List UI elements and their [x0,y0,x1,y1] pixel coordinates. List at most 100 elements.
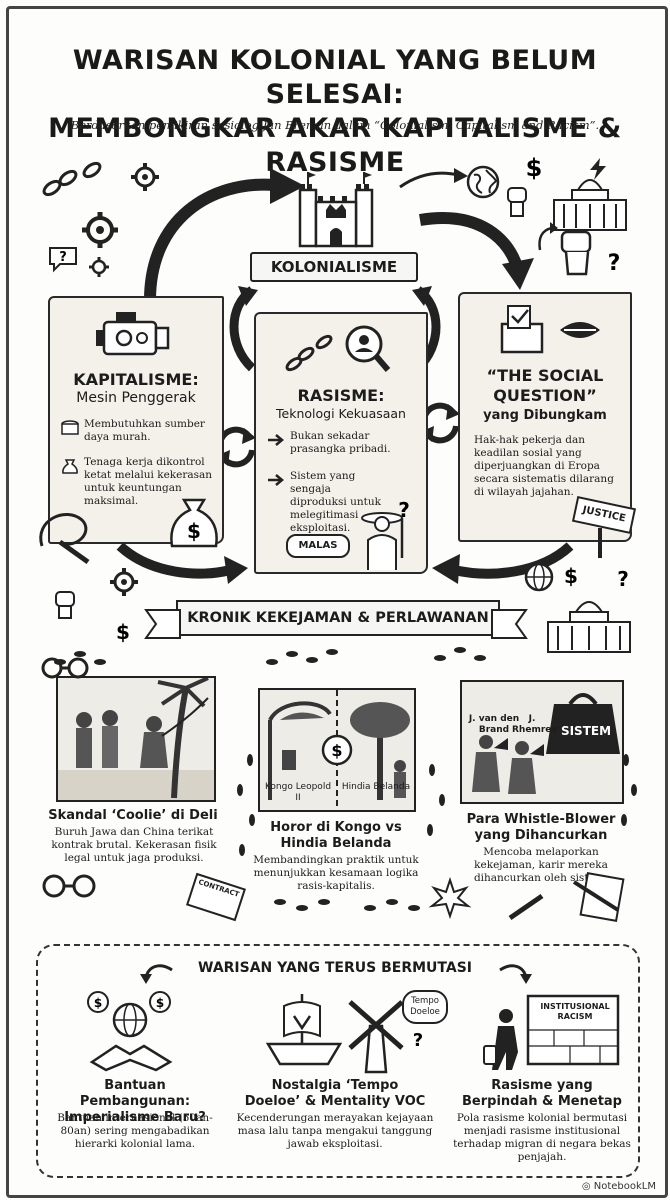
title-line-2: MEMBONGKAR AKAR KAPITALISME & RASISME [48,113,622,178]
question-icon: ? [413,1030,423,1051]
castle-icon [298,172,374,248]
svg-text:$: $ [156,996,164,1010]
bubble-text: Tempo Doeloe [410,996,440,1017]
card-title: Para Whistle-Blower yang Dihancurkan [466,812,616,843]
dollar-icon: $ [526,154,543,182]
dollar-icon: $ [564,564,578,588]
title-line-1: WARISAN KOLONIAL YANG BELUM SELESAI: [72,45,598,110]
broken-chain-icon [285,334,333,372]
label-hindia: Hindia Belanda [341,782,411,792]
section-banner-text: KRONIK KEKEJAMAN & PERLAWANAN [187,610,489,626]
svg-text:?: ? [59,250,67,265]
globe-icon [524,562,554,592]
label-rhemrev: J. Rhemrev [512,714,558,735]
card-title: Horor di Kongo vs Hindia Belanda [270,820,402,851]
svg-text:?: ? [398,498,410,522]
broken-chain-icon [42,161,102,197]
section-banner-text: WARISAN YANG TERUS BERMUTASI [198,960,472,976]
gear-icon [82,212,118,248]
svg-text:?: ? [608,251,621,276]
arrow-curl-left [140,964,173,984]
pillar-bullet: Bukan sekadar prasangka pribadi. [290,430,391,455]
pillar-title: KAPITALISME: [73,370,199,389]
gear-icon [110,568,138,596]
item-title: Nostalgia ‘Tempo Doeloe’ & Mentality VOC [244,1078,426,1109]
ballot-box-icon [500,305,544,354]
handcuffs-icon [42,874,96,898]
item-title: Bantuan Pembangunan: Imperialisme Baru? [64,1078,206,1125]
footprint-trail [54,647,637,911]
panel-rasisme: RASISME: Teknologi Kekuasaan Bukan sekad… [254,312,428,574]
globe-icon [466,165,500,199]
money-bag-icon [62,459,78,474]
svg-text:$: $ [526,154,543,182]
zipped-lips-icon [560,322,600,338]
government-building-icon [553,179,627,231]
pillar-bullet: Tenaga kerja dikontrol ketat melalui kek… [84,456,213,507]
raised-fist-icon [560,230,592,276]
label-van-den-brand: J. van den Brand [468,714,520,735]
gear-icon [131,163,159,191]
pillar-bullet: Sistem yang sengaja diproduksi untuk mel… [290,470,381,534]
tempo-doeloe-bubble: Tempo Doeloe [402,990,448,1024]
burst-icon [428,876,472,920]
migrant-wall-icon [483,994,620,1070]
dollar-icon: $ [116,620,130,644]
question-icon: ? [398,498,410,522]
svg-text:?: ? [413,1030,423,1051]
speech-question-icon: ? [49,247,77,273]
arrow-small-right [538,222,558,251]
item-title: Rasisme yang Berpindah & Menetap [462,1078,622,1109]
logo-text: NotebookLM [593,1181,656,1192]
banner-ribbon-right [491,609,528,639]
cycle-arrow-left [229,286,258,372]
item-body: Kecenderungan merayakan kejayaan masa la… [236,1112,434,1150]
item-body: Bantuan internasional (50an-80an) sering… [57,1112,213,1150]
speech-bubble-malas: MALAS [286,534,350,558]
government-building-icon [547,601,631,653]
aid-handshake-icon: $ $ [87,991,173,1072]
speech-bubble-text: MALAS [298,540,338,551]
coins-icon [61,420,79,435]
weight-label: SISTEM [560,724,612,738]
question-icon: ? [617,567,629,591]
pillar-subtitle: Mesin Penggerak [76,390,196,406]
page-subtitle: Berdasarkan pemikiran sosiolog Jan Brema… [70,118,600,132]
gear-icon [89,257,109,277]
section-banner-kronik: KRONIK KEKEJAMAN & PERLAWANAN [176,600,500,636]
card-title: Skandal ‘Coolie’ di Deli [48,808,218,823]
hand-pointer-icon [268,474,284,486]
svg-text:$: $ [331,741,342,760]
card-body: Buruh Jawa dan China terikat kontrak bru… [51,826,217,864]
arrow-left-up [144,168,305,301]
illustration-coolie [56,676,216,802]
lightning-icon [590,158,606,180]
pillar-subtitle: yang Dibungkam [483,408,607,423]
item-body: Pola rasisme kolonial bermutasi menjadi … [453,1112,631,1163]
card-body: Membandingkan praktik untuk menunjukkan … [253,854,419,892]
svg-text:$: $ [187,519,201,543]
label-kongo: Kongo Leopold II [264,782,332,803]
handcuffs-icon [41,657,89,679]
pillar-body: Hak-hak pekerja dan keadilan sosial yang… [474,434,614,498]
section-warisan [36,944,640,1178]
illustration-kongo-hindia: $ Kongo Leopold II Hindia Belanda [258,688,416,812]
page-frame [6,6,668,1198]
arrow-bottom-left [116,542,248,584]
ship-windmill-icon [265,994,404,1074]
panel-social-question: “THE SOCIAL QUESTION” yang Dibungkam Hak… [458,292,632,542]
document-pen-icon [572,872,625,922]
hand-pointer-icon [268,434,284,446]
arrow-small-top [399,168,468,189]
whip-icon [39,513,90,565]
svg-text:$: $ [116,620,130,644]
engine-icon [96,312,170,356]
notebooklm-logo: ◎ NotebookLM [582,1181,656,1192]
wall-label: INSTITUSIONAL RACISM [540,1002,610,1021]
center-label-kolonialisme: KOLONIALISME [250,252,418,282]
card-body: Mencoba melaporkan kekejaman, karir mere… [473,846,609,884]
page-title: WARISAN KOLONIAL YANG BELUM SELESAI: MEM… [20,44,650,180]
pillar-title: “THE SOCIAL QUESTION” [486,366,604,405]
weight-scene [472,693,620,794]
justice-sign: JUSTICE [571,494,637,558]
